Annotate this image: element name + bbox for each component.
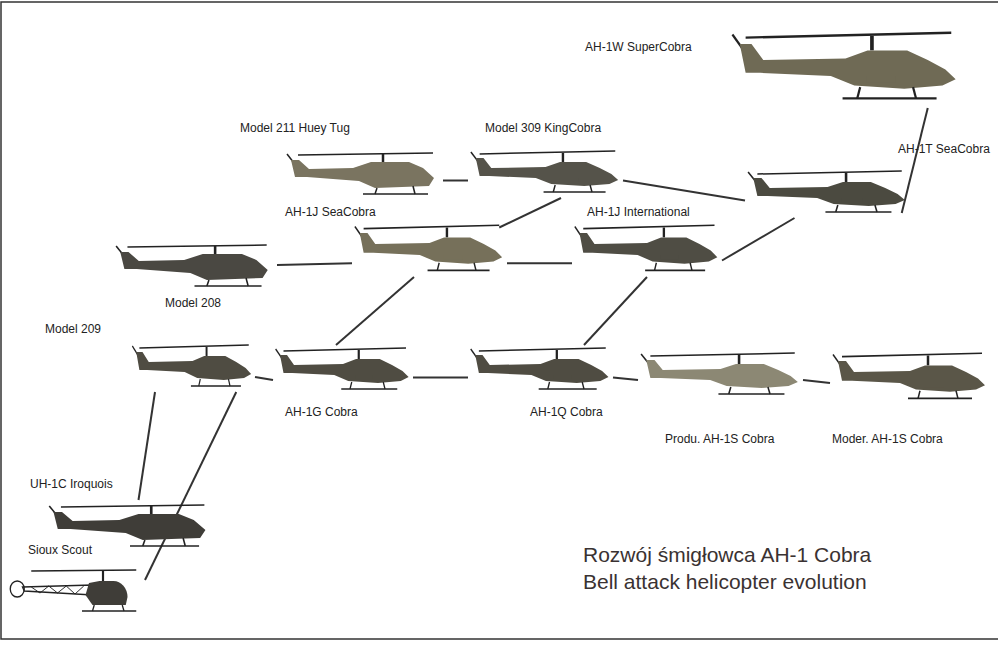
helicopter-node: UH-1C Iroquois [45, 500, 215, 550]
helicopter-silhouette [130, 342, 255, 392]
model-label: Model 211 Huey Tug [240, 121, 350, 135]
helicopter-silhouette [273, 345, 413, 395]
lineage-line [336, 277, 414, 345]
helicopter-node: AH-1J International [572, 222, 722, 277]
helicopter-silhouette [728, 28, 963, 108]
helicopter-silhouette [352, 222, 507, 277]
lineage-line [584, 277, 647, 345]
helicopter-node: Sioux Scout [5, 565, 145, 615]
model-label: Produ. AH-1S Cobra [665, 432, 774, 446]
helicopter-silhouette [745, 168, 910, 218]
helicopter-silhouette [468, 345, 613, 395]
helicopter-node: Model 309 KingCobra [468, 148, 623, 198]
helicopter-silhouette [830, 350, 990, 405]
model-label: AH-1J SeaCobra [285, 205, 376, 219]
helicopter-silhouette [468, 148, 623, 198]
helicopter-silhouette [638, 350, 803, 400]
helicopter-silhouette [112, 240, 277, 290]
lineage-line [443, 180, 468, 182]
helicopter-node: AH-1Q Cobra [468, 345, 613, 395]
lineage-line [145, 392, 236, 580]
helicopter-node: AH-1J SeaCobra [352, 222, 507, 277]
lineage-line [507, 262, 572, 264]
helicopter-silhouette [5, 565, 145, 615]
model-label: AH-1Q Cobra [530, 405, 603, 419]
helicopter-node: Produ. AH-1S Cobra [638, 350, 803, 400]
model-label: Model 309 KingCobra [485, 121, 601, 135]
helicopter-node: Model 209 [130, 342, 255, 392]
model-label: Sioux Scout [28, 543, 92, 557]
helicopter-silhouette [572, 222, 722, 277]
helicopter-node: Model 208 [112, 240, 277, 290]
lineage-line [722, 218, 795, 261]
lineage-line [623, 181, 745, 201]
helicopter-node: AH-1G Cobra [273, 345, 413, 395]
diagram-title: Rozwój śmigłowca AH-1 Cobra [583, 543, 871, 567]
helicopter-silhouette [283, 148, 443, 198]
model-label: AH-1T SeaCobra [898, 142, 990, 156]
lineage-line [413, 377, 468, 379]
model-label: AH-1G Cobra [285, 405, 358, 419]
diagram-caption: Bell attack helicopter evolution [583, 570, 867, 594]
lineage-line [803, 380, 830, 383]
lineage-line [277, 263, 352, 265]
model-label: Moder. AH-1S Cobra [832, 432, 943, 446]
lineage-line [613, 378, 638, 381]
lineage-line [499, 198, 561, 228]
helicopter-node: Model 211 Huey Tug [283, 148, 443, 198]
model-label: AH-1J International [587, 205, 690, 219]
model-label: Model 208 [165, 296, 221, 310]
lineage-line [139, 392, 156, 500]
lineage-line [902, 108, 928, 213]
model-label: Model 209 [45, 322, 101, 336]
model-label: AH-1W SuperCobra [585, 40, 692, 54]
helicopter-node: AH-1T SeaCobra [745, 168, 910, 218]
lineage-line [255, 377, 273, 380]
helicopter-node: Moder. AH-1S Cobra [830, 350, 990, 405]
helicopter-node: AH-1W SuperCobra [728, 28, 963, 108]
model-label: UH-1C Iroquois [30, 477, 113, 491]
helicopter-silhouette [45, 500, 215, 550]
